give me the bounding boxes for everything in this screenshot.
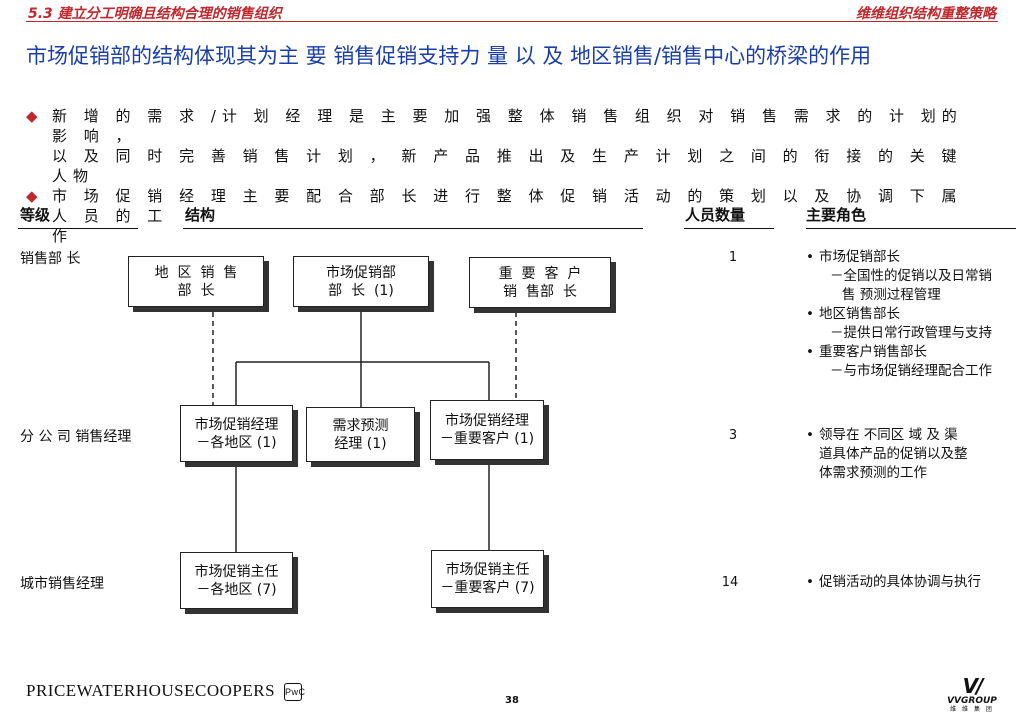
box-line: －各地区 (7): [196, 581, 277, 598]
box-line: 地 区 销 售: [154, 264, 238, 281]
box-line: 市场促销部: [326, 264, 396, 281]
bullet-dot-icon: •: [806, 574, 814, 590]
bullet-dot-icon: •: [806, 249, 814, 265]
box-regional-sales-head: 地 区 销 售 部 长: [128, 256, 264, 307]
role-text: 重要客户销售部长: [819, 344, 927, 360]
box-line: －重要客户 (7): [440, 580, 535, 596]
box-line: －各地区 (1): [196, 434, 277, 451]
role-item: • 地区销售部长: [806, 305, 1020, 324]
box-line: 经理 (1): [334, 435, 387, 452]
box-line: 市场促销主任: [445, 562, 530, 578]
box-mkt-manager-key-account: 市场促销经理 －重要客户 (1): [430, 400, 544, 460]
bullet-2-line-2: 作: [52, 227, 74, 245]
column-header-headcount: 人员数量: [685, 206, 746, 224]
role-item: • 领导在 不同区 域 及 渠: [806, 426, 1020, 445]
bullet-1-line-1: 新 增 的 需 求 /计 划 经 理 是 主 要 加 强 整 体 销 售 组 织…: [52, 107, 963, 145]
box-line: 部 长: [177, 282, 215, 299]
role-item: • 市场促销部长: [806, 248, 1020, 267]
headcount-city-manager: 14: [721, 575, 739, 590]
column-rule-level: [18, 228, 138, 229]
box-line: 部 长 (1): [328, 282, 394, 299]
bullet-2: ◆ 市 场 促 销 经 理 主 要 配 合 部 长 进 行 整 体 促 销 活 …: [26, 186, 986, 246]
vvgroup-chinese-name: 维 维 集 团: [950, 706, 994, 713]
column-rule-roles: [806, 228, 1016, 229]
roles-division-head: • 市场促销部长 －全国性的促销以及日常销 售 预测过程管理 • 地区销售部长 －提…: [806, 248, 1020, 381]
header-divider: [26, 21, 998, 22]
role-subitem: －全国性的促销以及日常销: [830, 268, 992, 284]
role-continuation: 体需求预测的工作: [819, 465, 927, 481]
box-line: 市场促销经理: [445, 413, 529, 429]
role-item: • 重要客户销售部长: [806, 343, 1020, 362]
bullet-dot-icon: •: [806, 344, 814, 360]
role-subitem-cont: 售 预测过程管理: [842, 287, 941, 303]
box-line: －重要客户 (1): [439, 431, 535, 447]
roles-city-manager: • 促销活动的具体协调与执行: [806, 573, 1020, 592]
role-subitem: －与市场促销经理配合工作: [830, 363, 992, 379]
column-header-roles: 主要角色: [806, 206, 867, 224]
role-subitem: －提供日常行政管理与支持: [830, 325, 992, 341]
vvgroup-mark-icon: V/: [962, 674, 984, 698]
level-label-division-head: 销售部 长: [20, 251, 81, 267]
roles-branch-manager: • 领导在 不同区 域 及 渠 道具体产品的促销以及整 体需求预测的工作: [806, 426, 1020, 483]
column-rule-headcount: [684, 228, 774, 229]
bullet-1-line-2: 以 及 同 时 完 善 销 售 计 划 ， 新 产 品 推 出 及 生 产 计 …: [52, 147, 963, 185]
diamond-bullet-icon: ◆: [26, 107, 38, 125]
page-number: 38: [505, 695, 519, 706]
column-header-structure: 结构: [185, 206, 216, 224]
column-header-level: 等级: [20, 206, 51, 224]
box-demand-planning-manager: 需求预测 经理 (1): [306, 407, 415, 462]
bullet-1: ◆ 新 增 的 需 求 /计 划 经 理 是 主 要 加 强 整 体 销 售 组…: [26, 106, 986, 186]
role-text: 领导在 不同区 域 及 渠: [819, 427, 958, 443]
box-mkt-supervisor-regional: 市场促销主任 －各地区 (7): [180, 552, 293, 609]
box-marketing-head: 市场促销部 部 长 (1): [293, 256, 429, 307]
column-rule-structure: [183, 228, 643, 229]
section-label: 5.3 建立分工明确且结构合理的销售组织: [28, 6, 282, 22]
headcount-branch-manager: 3: [728, 428, 738, 443]
headcount-division-head: 1: [728, 250, 738, 265]
role-item: • 促销活动的具体协调与执行: [806, 573, 1020, 592]
vvgroup-logo: V/ VVGROUP 维 维 集 团: [944, 676, 1000, 714]
pwc-logo-text: PRICEWATERHOUSECOOPERS: [26, 681, 276, 700]
role-text: 地区销售部长: [819, 306, 900, 322]
level-label-branch-manager: 分 公 司 销售经理: [20, 429, 132, 445]
box-line: 需求预测: [332, 417, 389, 434]
box-line: 市场促销主任: [194, 563, 279, 580]
box-line: 销 售部 长: [503, 283, 577, 300]
role-text: 促销活动的具体协调与执行: [819, 574, 981, 590]
bullet-2-line-1: 市 场 促 销 经 理 主 要 配 合 部 长 进 行 整 体 促 销 活 动 …: [52, 187, 963, 225]
role-text: 市场促销部长: [819, 249, 900, 265]
box-line: 重 要 客 户: [498, 265, 582, 282]
bullet-dot-icon: •: [806, 427, 814, 443]
vvgroup-wordmark: VVGROUP: [947, 696, 997, 706]
pwc-logo: PRICEWATERHOUSECOOPERS PwC: [26, 680, 305, 701]
header-topic: 维维组织结构重整策略: [856, 6, 996, 22]
summary-bullets: ◆ 新 增 的 需 求 /计 划 经 理 是 主 要 加 强 整 体 销 售 组…: [26, 106, 986, 246]
role-continuation: 道具体产品的促销以及整: [819, 446, 968, 462]
box-mkt-manager-regional: 市场促销经理 －各地区 (1): [180, 405, 293, 462]
pwc-badge-icon: PwC: [284, 682, 305, 701]
level-label-city-manager: 城市销售经理: [20, 576, 104, 592]
diamond-bullet-icon: ◆: [26, 187, 38, 205]
box-mkt-supervisor-key-account: 市场促销主任 －重要客户 (7): [431, 550, 544, 608]
box-key-account-head: 重 要 客 户 销 售部 长: [469, 257, 611, 308]
box-line: 市场促销经理: [194, 416, 279, 433]
bullet-dot-icon: •: [806, 306, 814, 322]
slide-title: 市场促销部的结构体现其为主 要 销售促销支持力 量 以 及 地区销售/销售中心的…: [26, 44, 872, 68]
